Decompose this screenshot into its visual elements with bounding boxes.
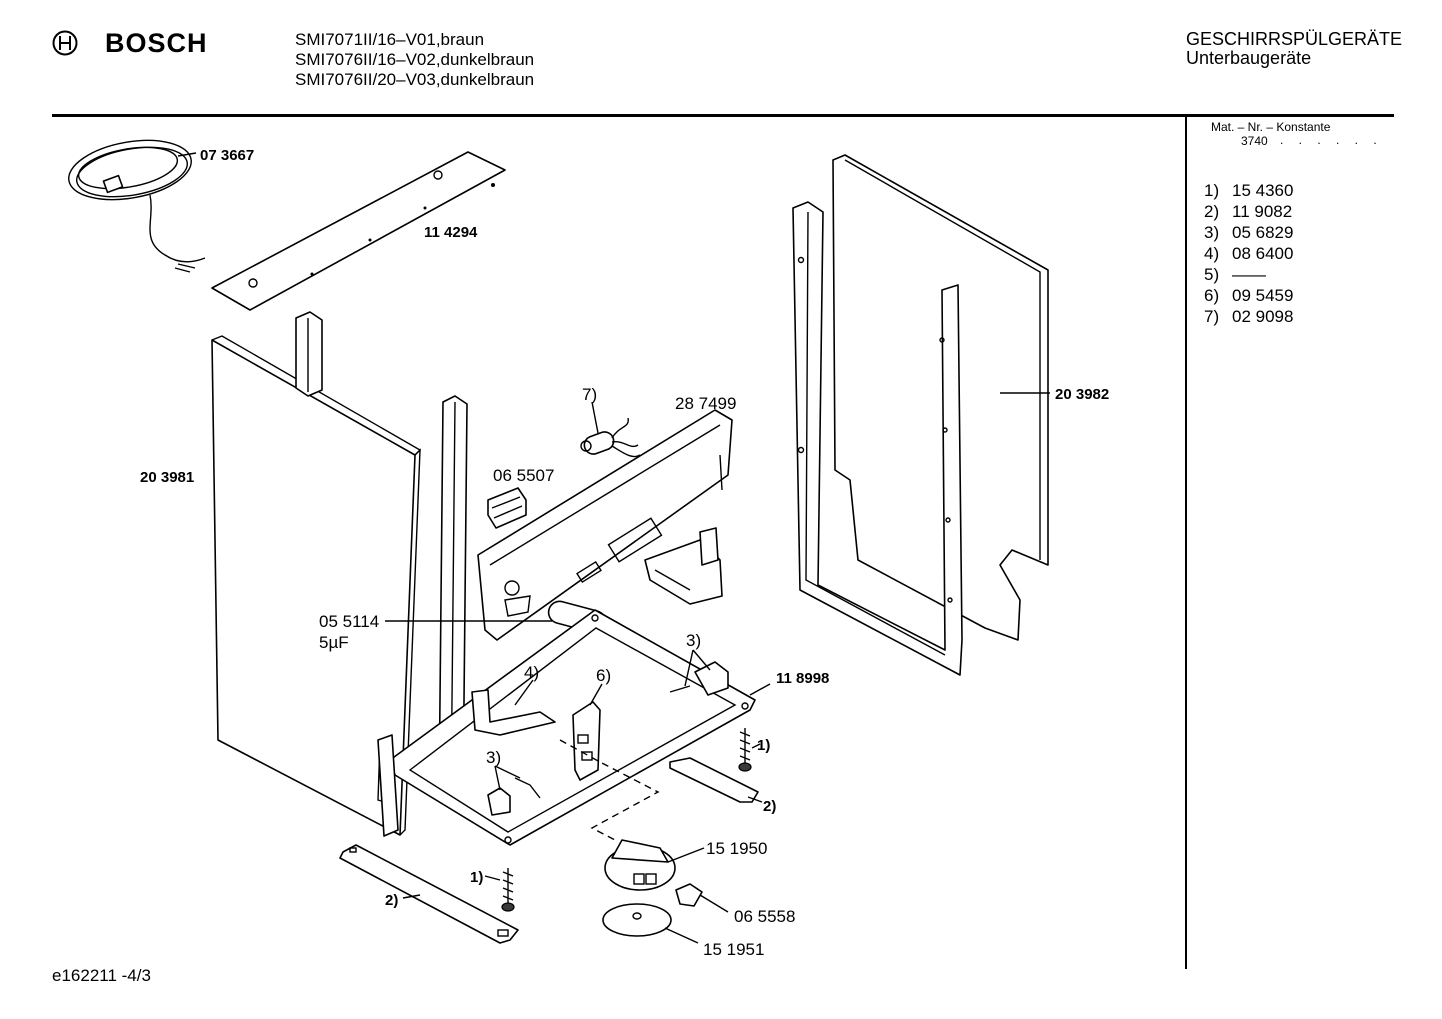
callout-switch: 06 5507 [493,466,554,485]
callout-ref-2-rear: 2) [763,798,776,815]
top-plate-part [211,151,506,311]
part-key: 1) [1204,181,1220,200]
switch-part [487,487,527,529]
parts-list: 1)15 4360 2)11 9082 3)05 6829 4)08 6400 … [1204,180,1293,327]
callout-ref-6: 6) [596,666,611,685]
foot-rail-rear [669,757,759,803]
part-key: 7) [1204,307,1220,326]
part-key: 3) [1204,223,1220,242]
callout-base-frame: 11 8998 [776,670,829,687]
left-side-panel-part [211,335,422,836]
brand-name: BOSCH [105,28,208,58]
material-constant-dots: . . . . . . [1280,133,1383,147]
screw-front [501,868,515,912]
bracket-part [471,689,556,736]
part-key: 5) [1204,265,1220,284]
parts-list-item: 6) 09 5459 [1204,285,1293,306]
right-frame-part [792,201,963,676]
power-cable-part [68,139,206,273]
callout-capacitor: 05 5114 [319,612,379,631]
model-line: SMI7071II/16–V01,braun [295,30,485,49]
parts-list-item: 1) 15 4360 [1204,180,1293,201]
part-key: 6) [1204,286,1220,305]
leader-lines [177,152,1050,944]
parts-list-item: 4) 08 6400 [1204,243,1293,264]
material-constant-value: 3740 [1241,134,1268,148]
callout-ref-3-lower: 3) [486,748,501,767]
base-frame-part [377,609,756,846]
category-title: GESCHIRRSPÜLGERÄTE [1186,29,1403,49]
callout-ref-3-upper: 3) [686,631,701,650]
callout-disc: 15 1951 [703,940,764,959]
document-code: e162211 -4/3 [52,966,151,985]
clip-part-upper [669,661,729,696]
part-number: 15 4360 [1232,181,1294,200]
part-number: 11 9082 [1232,202,1293,221]
part-number: 02 9098 [1232,307,1294,326]
callout-pump: 15 1950 [706,839,767,858]
part-number: 08 6400 [1232,244,1294,263]
model-list: SMI7071II/16–V01,braun SMI7076II/16–V02,… [295,30,534,90]
parts-list-item: 3) 05 6829 [1204,222,1293,243]
control-panel-part [477,409,733,641]
holder-part [572,701,601,781]
disc-part [602,903,672,937]
callout-top-plate: 11 4294 [424,224,478,241]
callout-cable: 07 3667 [200,147,254,164]
model-line: SMI7076II/20–V03,dunkelbraun [295,70,535,89]
exploded-view-drawing: 07 3667 11 4294 20 3981 20 3982 28 7499 … [68,139,1109,959]
callout-front-panel: 28 7499 [675,394,736,413]
assembly-guide-line [559,739,660,841]
callout-ref-1-front: 1) [470,869,483,886]
category-subtitle: Unterbaugeräte [1186,48,1312,68]
part-number: 09 5459 [1232,286,1294,305]
rear-post-left [295,311,323,397]
header-rule [52,114,1394,117]
bosch-logo-icon [52,30,78,56]
parts-list-item: 2) 11 9082 [1204,201,1293,222]
sidebar-divider [1185,117,1187,969]
material-number-heading: Mat. – Nr. – Konstante [1211,120,1331,134]
parts-list-item: 5) —— [1204,264,1293,285]
category-block: GESCHIRRSPÜLGERÄTE Unterbaugeräte [1186,30,1402,68]
model-line: SMI7076II/16–V02,dunkelbraun [295,50,535,69]
capacitor-small-part [580,417,641,458]
callout-ref-1-rear: 1) [757,737,770,754]
part-number: 05 6829 [1232,223,1294,242]
right-side-panel-part [832,154,1049,641]
screw-rear [738,728,752,772]
pump-part [604,839,676,891]
callout-ref-7: 7) [582,385,597,404]
callout-connector: 06 5558 [734,907,795,926]
callout-right-panel: 20 3982 [1055,386,1109,403]
callout-ref-2-front: 2) [385,892,398,909]
callout-ref-4: 4) [524,663,539,682]
connector-part [675,883,703,907]
clip-part-lower [487,777,541,816]
part-key: 4) [1204,244,1220,263]
callout-capacitor-value: 5µF [319,633,349,652]
part-key: 2) [1204,202,1220,221]
part-number: —— [1232,265,1266,284]
air-duct-part [644,527,723,605]
callout-left-panel: 20 3981 [140,469,194,486]
parts-list-item: 7) 02 9098 [1204,306,1293,327]
foot-rail-front [339,844,519,944]
